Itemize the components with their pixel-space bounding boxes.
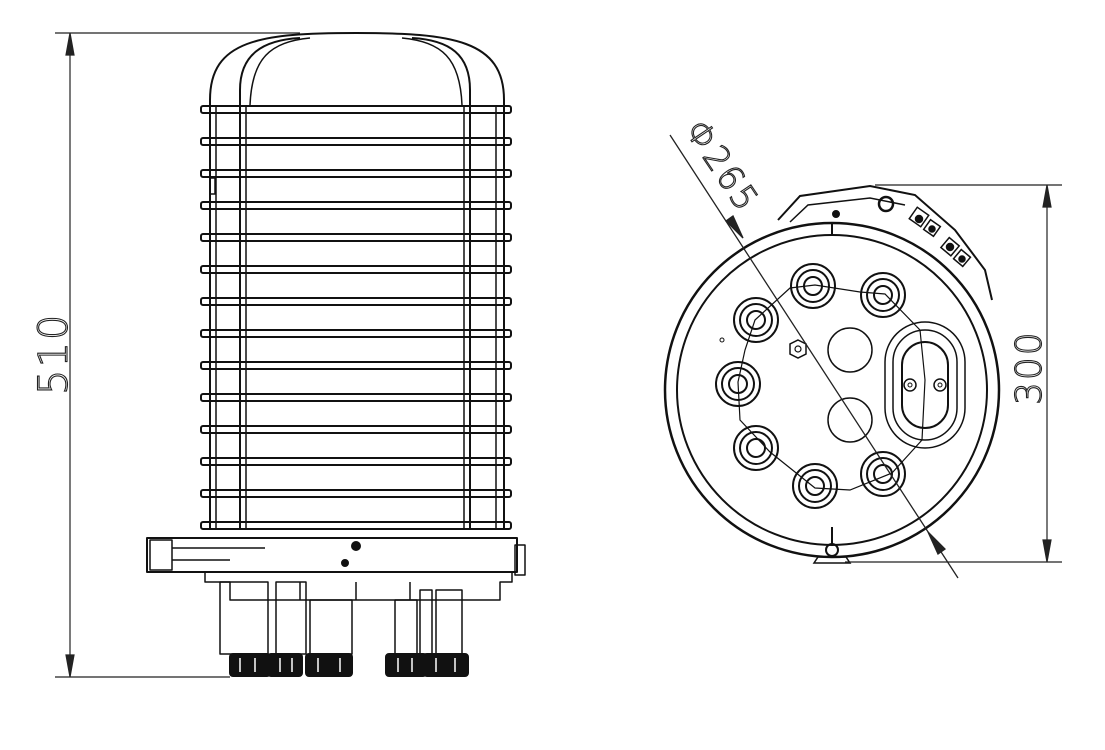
cable-ports — [715, 263, 906, 509]
cable-gland — [385, 653, 427, 677]
cable-port — [733, 425, 779, 471]
bottom-latch — [812, 556, 852, 564]
dome-inner-left-rib — [239, 37, 301, 530]
base-height-label: 300 — [1009, 330, 1050, 405]
base-housing — [204, 572, 513, 601]
cable-port — [715, 361, 761, 407]
diameter-leader — [669, 134, 959, 579]
arrow-head-bottom — [65, 654, 75, 678]
valve-nut-center — [794, 345, 802, 353]
valve-nut — [789, 339, 807, 359]
small-marker — [719, 337, 725, 343]
oval-port-pin — [933, 378, 947, 392]
cable-gland — [423, 653, 469, 677]
oval-port-pin-center — [937, 382, 943, 388]
clamp-screw — [341, 559, 349, 567]
base-clamp-ring — [146, 537, 518, 573]
oval-port-mid — [892, 329, 958, 441]
dome-rib-center-left — [249, 37, 311, 106]
cage-ribs — [200, 105, 512, 530]
cable-port — [860, 451, 906, 497]
clamp-screw — [351, 541, 361, 551]
dome-inner-right-rib — [411, 37, 471, 530]
cable-gland — [229, 653, 271, 677]
clamp-latch — [149, 539, 173, 571]
blank-port — [827, 397, 873, 443]
arrow-head-upper — [724, 215, 744, 239]
mounting-bracket-inner — [789, 197, 906, 223]
dome-rib-center-right — [401, 37, 463, 106]
base-ports-outline — [219, 581, 463, 655]
arrow-head-top — [1042, 184, 1052, 208]
cage-side-clip — [209, 177, 216, 195]
arrow-head-top — [65, 32, 75, 56]
bracket-hole — [877, 195, 895, 213]
arrow-head-lower — [927, 531, 947, 555]
bottom-plan-view — [663, 184, 1001, 564]
cable-port — [790, 263, 836, 309]
cable-port — [860, 272, 906, 318]
oval-port-pin-center — [907, 382, 913, 388]
oval-port-pin — [903, 378, 917, 392]
cable-port — [733, 297, 779, 343]
bracket-screw — [832, 210, 840, 218]
oval-port-inner — [901, 341, 949, 429]
arrow-head-bottom — [1042, 539, 1052, 563]
bottom-latch-hole — [825, 543, 839, 557]
cable-gland — [267, 653, 303, 677]
blank-port — [827, 327, 873, 373]
port-frame — [737, 284, 926, 491]
dome-outline — [209, 32, 505, 530]
clamp-right-lug — [514, 544, 526, 576]
bracket-connectors — [908, 206, 972, 268]
cable-gland-highlights — [239, 658, 456, 672]
base-height-dimension — [845, 184, 1062, 563]
diameter-dimension — [669, 134, 959, 579]
cable-port — [792, 463, 838, 509]
front-elevation-view — [146, 32, 526, 677]
height-dimension — [55, 32, 300, 678]
cable-gland — [305, 653, 353, 677]
cage-vertical-bars — [215, 105, 497, 530]
cable-glands — [229, 653, 469, 677]
oval-port-outer — [884, 321, 966, 449]
mounting-bracket — [777, 184, 993, 301]
height-label: 510 — [31, 313, 77, 395]
